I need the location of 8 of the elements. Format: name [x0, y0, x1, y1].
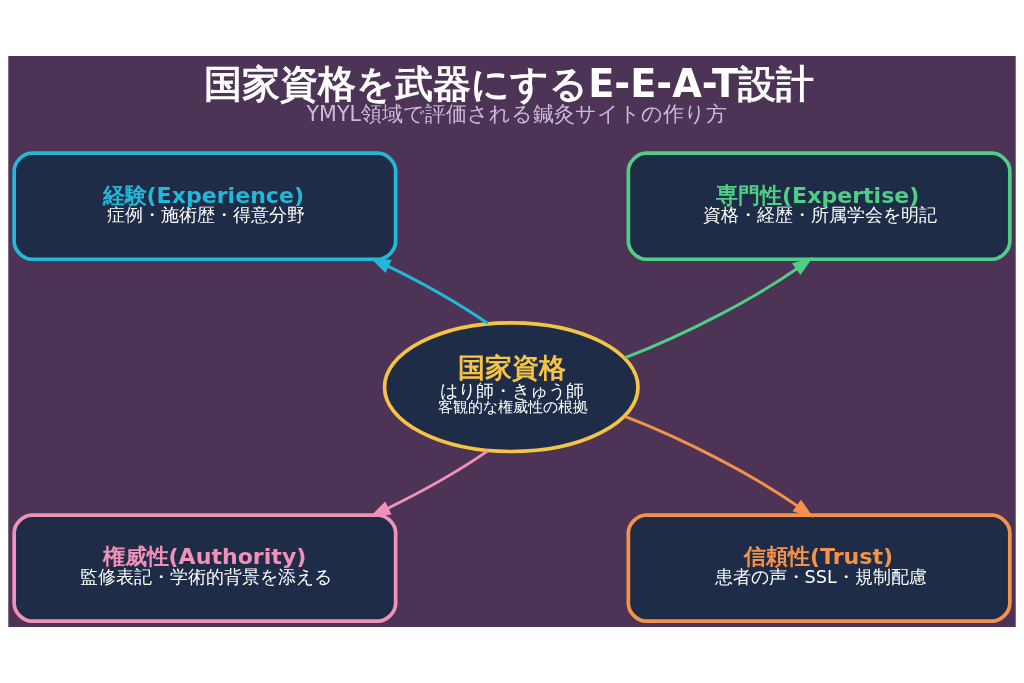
- node-box: 経験(Experience) 症例・施術歴・得意分野: [12, 151, 398, 262]
- node-box: 専門性(Expertise) 資格・経歴・所属学会を明記: [626, 151, 1012, 262]
- arrow: [624, 415, 814, 518]
- arrow: [624, 257, 813, 360]
- arrow: [370, 257, 489, 325]
- node-ellipse: 国家資格 はり師・きゅう師 客観的な権威性の根拠: [382, 321, 640, 454]
- node-box: 権威性(Authority) 監修表記・学術的背景を添える: [12, 513, 398, 623]
- node-box: 信頼性(Trust) 患者の声・SSL・規制配慮: [626, 513, 1012, 623]
